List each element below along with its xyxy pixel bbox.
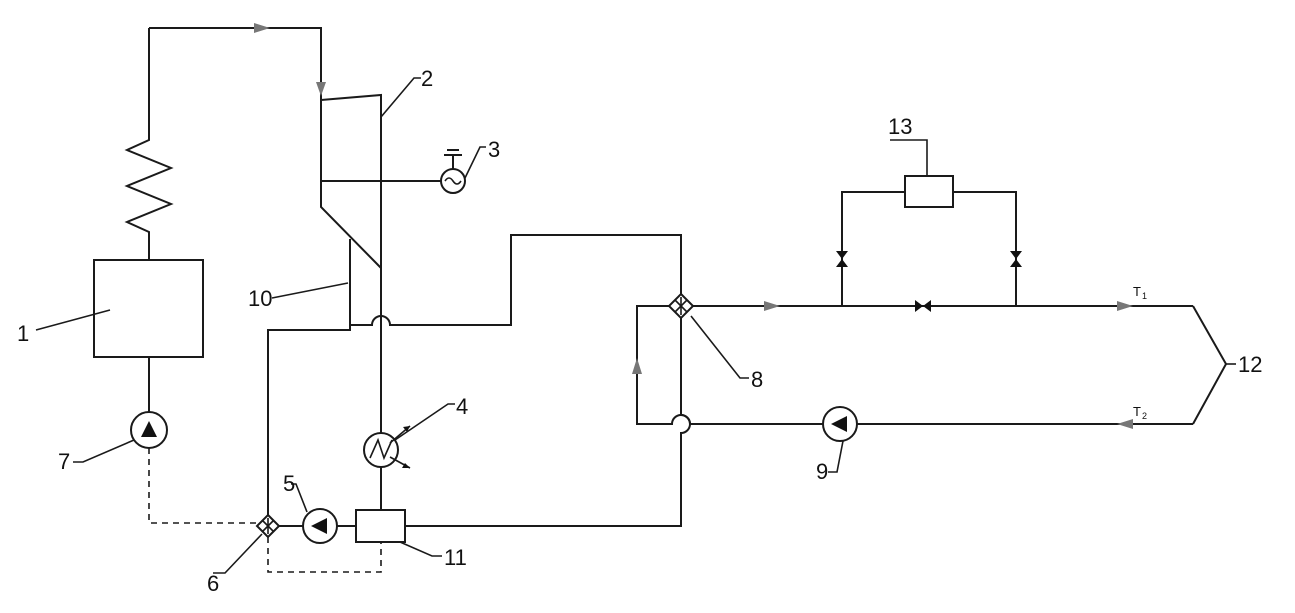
leader-lines (35, 77, 928, 574)
leader-13 (890, 139, 928, 176)
bypass-loop (836, 175, 1022, 312)
leader-3 (464, 146, 486, 179)
label-4: 4 (456, 394, 468, 419)
bypass-left-leg (841, 191, 905, 306)
label-1: 1 (17, 321, 29, 346)
extraction-to-hx8 (350, 234, 682, 326)
component-labels: 1 2 3 4 5 6 7 8 9 10 11 12 13 (17, 66, 1262, 596)
control-line-separator (267, 537, 382, 573)
leader-2 (380, 77, 421, 118)
label-7: 7 (58, 449, 70, 474)
flow-arrow-steam-top (254, 23, 270, 33)
control-line-pump7 (148, 448, 256, 524)
turbine-assembly (320, 93, 466, 437)
hx6-to-extraction (267, 325, 351, 515)
boiler-circuit (93, 23, 326, 524)
leader-1 (35, 309, 111, 331)
flow-arrow-supply-2 (1117, 301, 1133, 311)
return-to-hx8 (405, 438, 682, 527)
label-12: 12 (1238, 352, 1262, 377)
cool-in-arrowhead (403, 426, 410, 432)
pump-triangle-up (141, 421, 157, 437)
label-6: 6 (207, 571, 219, 596)
flow-arrow-steam-down (316, 82, 326, 96)
label-t1: T (1133, 284, 1141, 299)
leader-4 (394, 403, 455, 441)
label-t2: T (1133, 404, 1141, 419)
flow-arrow-return (1117, 419, 1133, 429)
label-t1-sub: 1 (1142, 291, 1147, 301)
boiler-unit (93, 259, 204, 358)
return-bridge (636, 305, 699, 425)
leader-8 (690, 315, 749, 379)
leader-5 (291, 483, 308, 513)
heat-network (632, 292, 1236, 442)
consumer-12 (1192, 305, 1228, 425)
valve-main (915, 300, 931, 312)
label-2: 2 (421, 66, 433, 91)
pump9-triangle (831, 416, 847, 432)
leader-7 (73, 439, 135, 463)
cool-out-arrowhead (402, 463, 410, 468)
flow-arrow-supply-1 (764, 301, 780, 311)
leader-9 (828, 440, 844, 473)
temperature-labels: T 1 T 2 (1133, 284, 1147, 421)
label-9: 9 (816, 459, 828, 484)
heating-steam-line (350, 234, 682, 326)
label-11: 11 (444, 545, 467, 570)
valve-left (836, 251, 848, 267)
generator-wave-icon (444, 177, 462, 185)
label-8: 8 (751, 367, 763, 392)
deaerator-box (355, 509, 406, 543)
label-3: 3 (488, 137, 500, 162)
superheater-coil (124, 28, 174, 260)
leader-6 (213, 533, 263, 574)
valve-right (1010, 251, 1022, 267)
label-t2-sub: 2 (1142, 411, 1147, 421)
steam-line (149, 27, 322, 100)
condenser-coil (369, 437, 393, 461)
label-5: 5 (283, 471, 295, 496)
leader-11 (399, 541, 442, 557)
unit-13 (904, 175, 954, 208)
bypass-right-leg (953, 191, 1017, 306)
condensate-circuit (255, 325, 682, 573)
label-13: 13 (888, 114, 912, 139)
label-10: 10 (248, 286, 272, 311)
pump5-triangle (311, 518, 327, 534)
flow-arrow-bypass (632, 358, 642, 374)
leader-10 (271, 282, 349, 299)
